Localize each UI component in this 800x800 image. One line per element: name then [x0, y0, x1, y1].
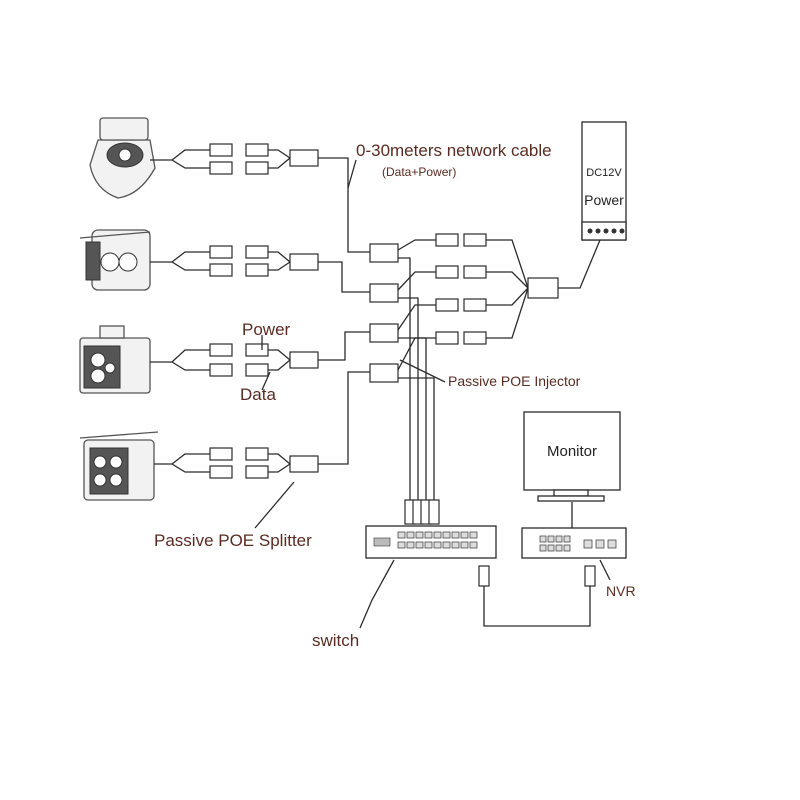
dc-connector-icon: [463, 265, 487, 279]
switch-icon: [365, 525, 497, 559]
rj45-connector-icon: [369, 283, 399, 303]
power-supply-icon: DC12V Power: [581, 121, 627, 241]
rj45-connector-icon: [584, 565, 596, 587]
rj45-connector-icon: [369, 323, 399, 343]
splitter-chains: [150, 143, 370, 479]
monitor-icon: Monitor: [523, 411, 621, 502]
dome-camera-icon: [89, 117, 156, 199]
power-supply-label: Power: [584, 192, 624, 208]
nvr-icon: [521, 527, 627, 559]
bullet-camera-icon: [79, 431, 159, 501]
cable-title: 0-30meters network cable: [356, 141, 552, 160]
power-label: Power: [242, 320, 291, 339]
dc-connector-icon: [435, 298, 459, 312]
rj45-connector-icon: [478, 565, 490, 587]
power-splitter-icon: [527, 277, 559, 299]
monitor-label: Monitor: [547, 443, 597, 460]
cable-subtitle: (Data+Power): [382, 165, 456, 179]
dc-connector-icon: [463, 331, 487, 345]
box-camera-icon: [79, 325, 151, 394]
dc-connector-icon: [435, 265, 459, 279]
dc-connector-icon: [463, 298, 487, 312]
nvr-label: NVR: [606, 583, 636, 599]
dc-connector-icon: [463, 233, 487, 247]
rj45-connector-icon: [369, 363, 399, 383]
injector-label: Passive POE Injector: [448, 373, 581, 389]
rj45-connector-icon: [428, 499, 440, 525]
rj45-connector-icon: [369, 243, 399, 263]
power-supply-voltage: DC12V: [586, 167, 622, 179]
data-label: Data: [240, 385, 276, 404]
bullet-camera-icon: [79, 229, 151, 291]
switch-label: switch: [312, 631, 359, 650]
splitter-label: Passive POE Splitter: [154, 531, 312, 550]
poe-injector: [369, 233, 601, 525]
dc-connector-icon: [435, 331, 459, 345]
dc-connector-icon: [435, 233, 459, 247]
